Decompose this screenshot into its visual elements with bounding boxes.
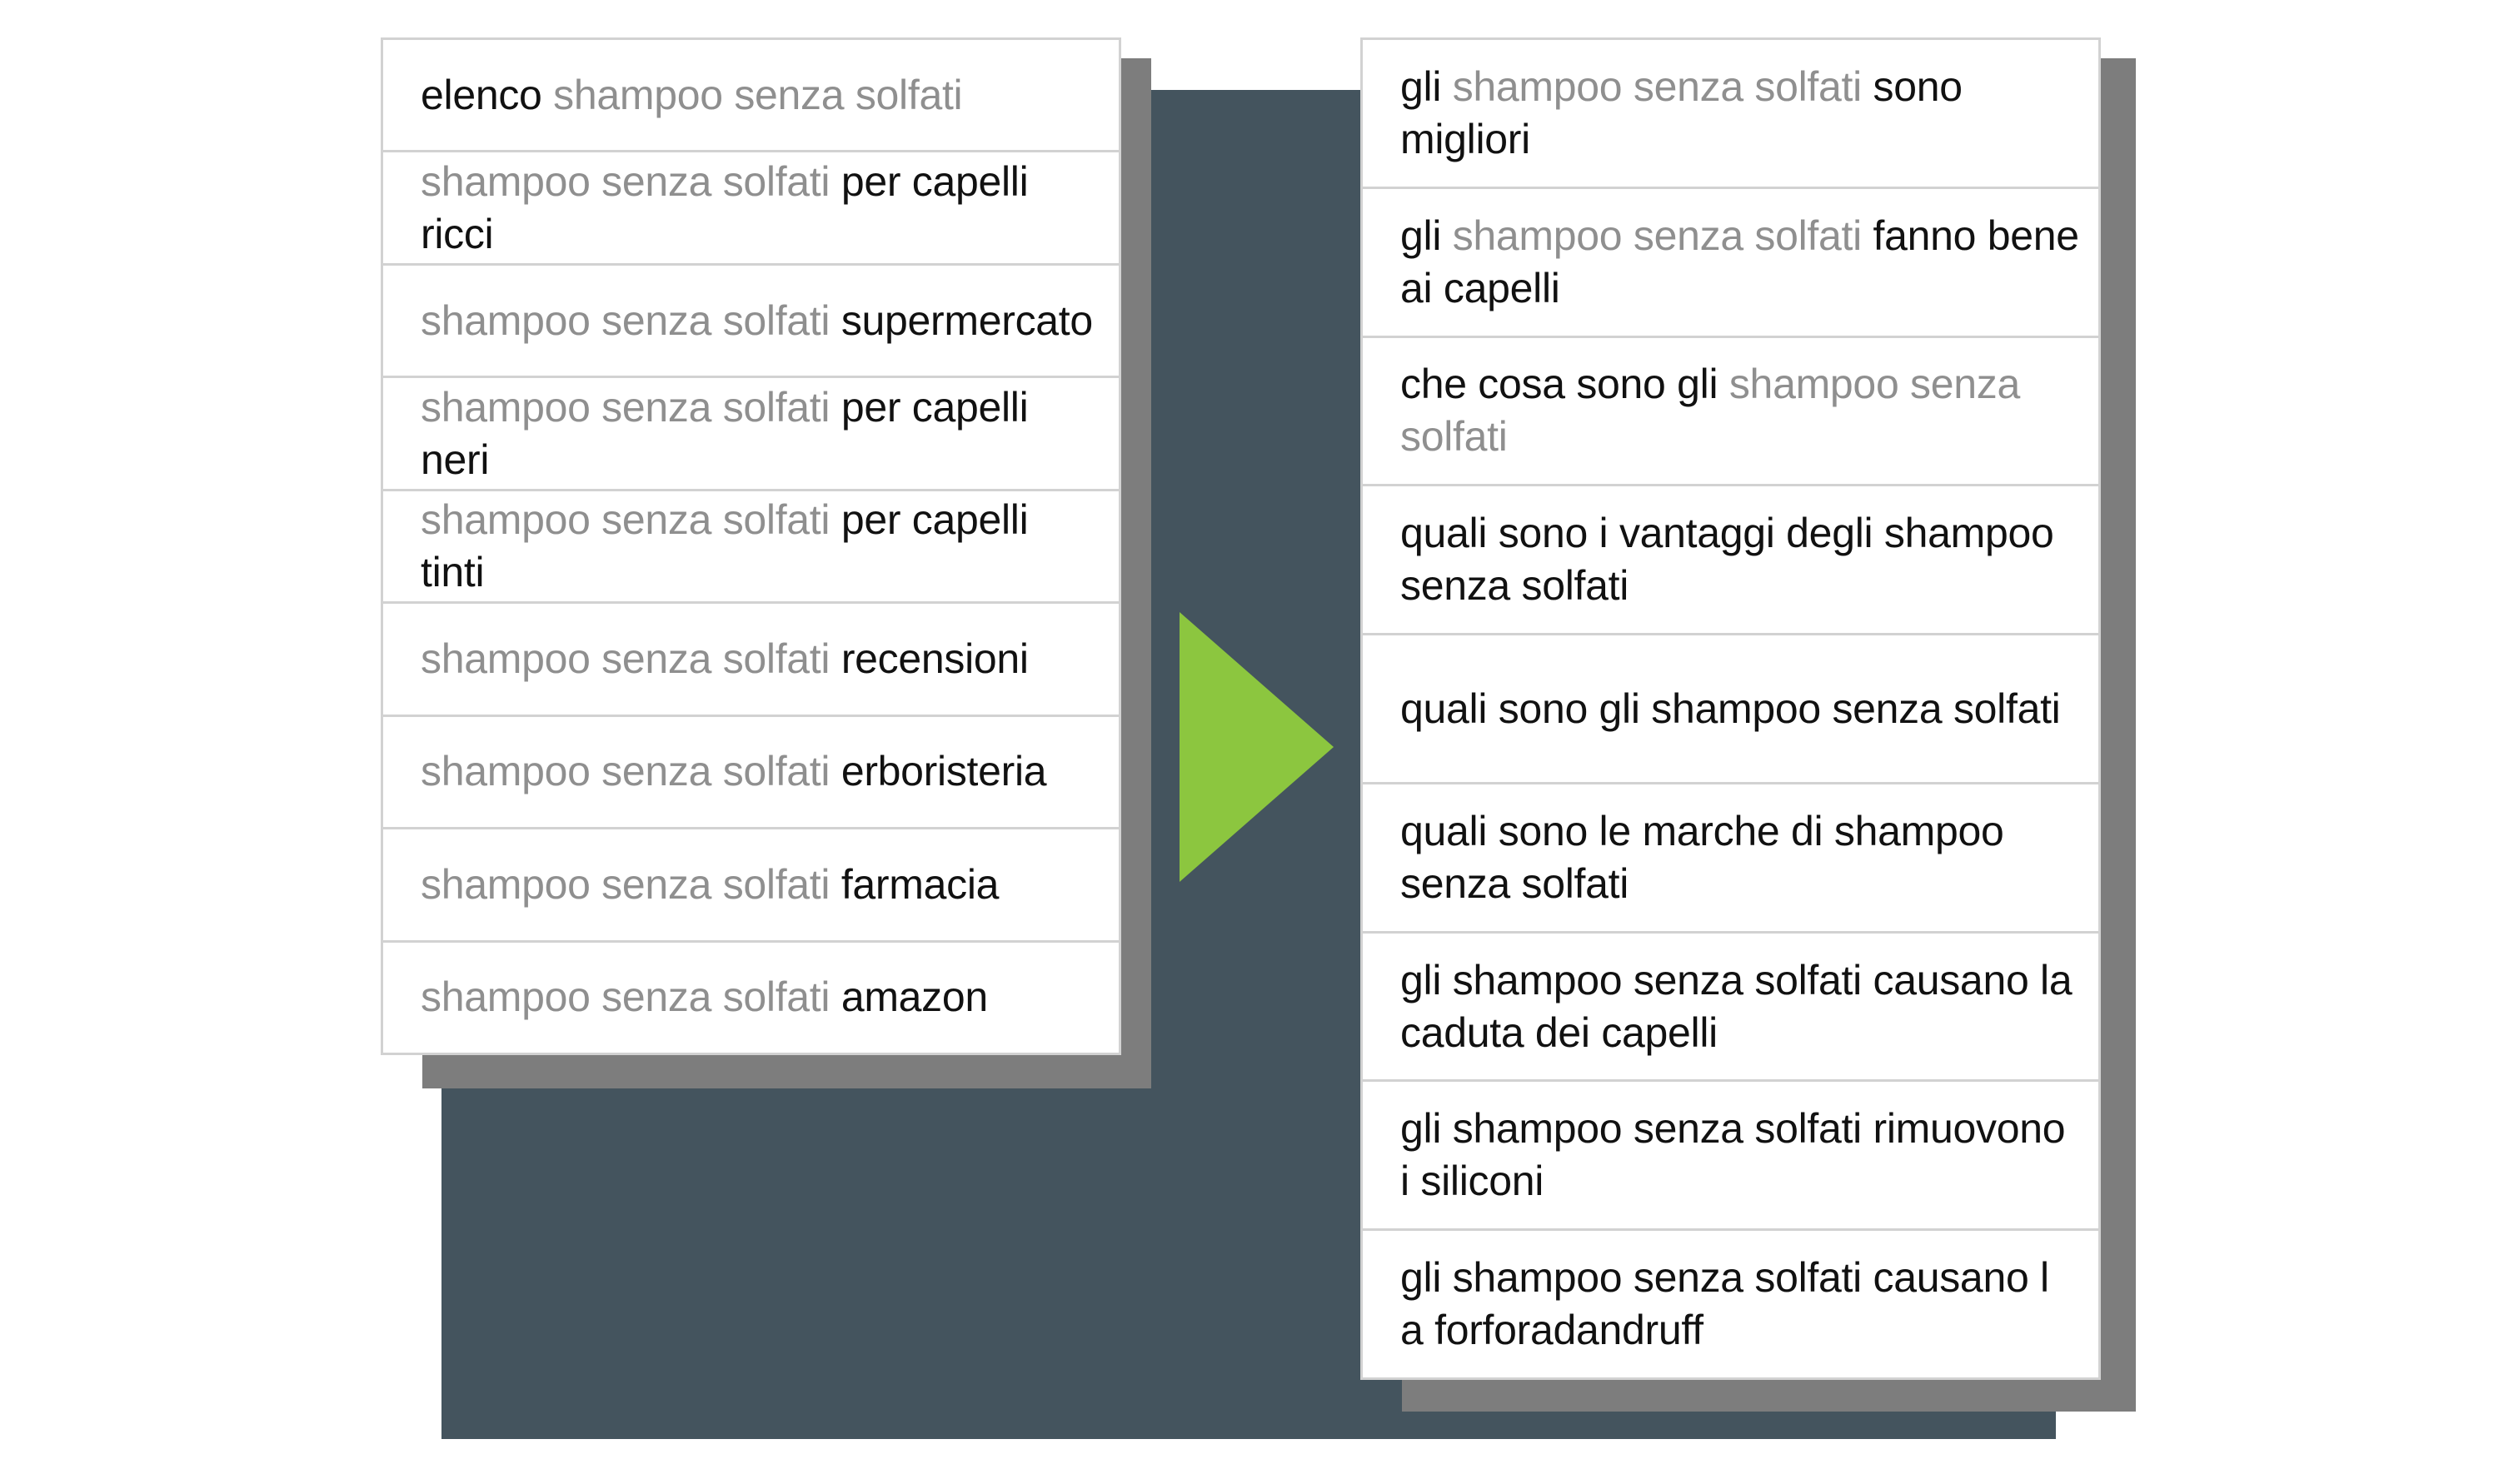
suggestion-term: amazon	[840, 974, 988, 1021]
query-term: shampoo senza solfati	[1400, 361, 2020, 461]
right-list-item[interactable]: quali sono i vantaggi degli shampoo senz…	[1363, 486, 2098, 636]
suggestion-text: quali sono i vantaggi degli shampoo senz…	[1400, 507, 2082, 612]
left-list-item[interactable]: shampoo senza solfati erboristeria	[383, 717, 1119, 830]
suggestion-term: quali sono le marche di shampoo senza so…	[1400, 807, 2004, 907]
suggestion-text: gli shampoo senza solfati sono migliori	[1400, 61, 2082, 166]
suggestion-text: shampoo senza solfati supermercato	[421, 295, 1093, 347]
suggestion-term: gli shampoo senza solfati causano l a fo…	[1400, 1254, 2049, 1354]
query-term: shampoo senza solfati	[553, 71, 963, 118]
suggestion-term: elenco	[421, 71, 554, 118]
query-term: shampoo senza solfati	[1452, 212, 1873, 259]
query-term: shampoo senza solfati	[421, 296, 841, 344]
right-arrow-icon	[1180, 612, 1334, 882]
right-list-item[interactable]: quali sono gli shampoo senza solfati	[1363, 635, 2098, 784]
suggestion-term: gli	[1400, 212, 1453, 259]
right-list-item[interactable]: gli shampoo senza solfati causano la cad…	[1363, 934, 2098, 1083]
suggestion-text: gli shampoo senza solfati fanno bene ai …	[1400, 210, 2082, 315]
suggestion-text: elenco shampoo senza solfati	[421, 69, 963, 122]
suggestion-text: gli shampoo senza solfati causano l a fo…	[1400, 1252, 2082, 1357]
query-term: shampoo senza solfati	[421, 635, 841, 682]
suggestion-text: quali sono gli shampoo senza solfati	[1400, 683, 2061, 735]
left-list-item[interactable]: shampoo senza solfati amazon	[383, 943, 1119, 1053]
right-list-item[interactable]: che cosa sono gli shampoo senza solfati	[1363, 338, 2098, 487]
suggestion-text: shampoo senza solfati per capelli tinti	[421, 494, 1102, 599]
query-term: shampoo senza solfati	[421, 974, 841, 1021]
suggestion-text: shampoo senza solfati farmacia	[421, 859, 999, 911]
suggestion-term: per capelli ricci	[421, 157, 1029, 257]
suggestion-text: che cosa sono gli shampoo senza solfati	[1400, 358, 2082, 463]
suggestion-term: quali sono i vantaggi degli shampoo senz…	[1400, 510, 2054, 610]
left-list-item[interactable]: shampoo senza solfati per capelli tinti	[383, 491, 1119, 605]
left-list-item[interactable]: shampoo senza solfati per capelli neri	[383, 378, 1119, 491]
suggestion-text: shampoo senza solfati erboristeria	[421, 745, 1047, 798]
suggestion-term: farmacia	[840, 860, 1000, 908]
suggestion-term: supermercato	[840, 296, 1093, 344]
query-term: shampoo senza solfati	[421, 383, 841, 431]
query-term: shampoo senza solfati	[421, 495, 841, 543]
suggestion-term: per capelli tinti	[421, 495, 1029, 595]
right-list-item[interactable]: gli shampoo senza solfati sono migliori	[1363, 40, 2098, 189]
suggestion-term: recensioni	[840, 635, 1029, 682]
suggestion-text: shampoo senza solfati recensioni	[421, 633, 1029, 685]
suggestion-term: fanno bene ai capelli	[1400, 212, 2079, 311]
right-list-item[interactable]: quali sono le marche di shampoo senza so…	[1363, 784, 2098, 934]
suggestion-text: gli shampoo senza solfati rimuovono i si…	[1400, 1103, 2082, 1208]
suggestion-text: gli shampoo senza solfati causano la cad…	[1400, 954, 2082, 1059]
suggestion-term: gli shampoo senza solfati rimuovono i si…	[1400, 1105, 2066, 1205]
right-list-item[interactable]: gli shampoo senza solfati rimuovono i si…	[1363, 1082, 2098, 1232]
query-term: shampoo senza solfati	[1452, 62, 1873, 110]
right-list-item[interactable]: gli shampoo senza solfati fanno bene ai …	[1363, 189, 2098, 338]
query-term: shampoo senza solfati	[421, 748, 841, 795]
suggestion-term: per capelli neri	[421, 383, 1029, 483]
suggestion-term: gli shampoo senza solfati causano la cad…	[1400, 956, 2073, 1056]
suggestion-term: che cosa sono gli	[1400, 361, 1729, 408]
left-list-item[interactable]: shampoo senza solfati supermercato	[383, 266, 1119, 379]
right-list-item[interactable]: gli shampoo senza solfati causano l a fo…	[1363, 1231, 2098, 1377]
left-list-item[interactable]: shampoo senza solfati farmacia	[383, 829, 1119, 943]
left-list-item[interactable]: shampoo senza solfati per capelli ricci	[383, 152, 1119, 266]
query-term: shampoo senza solfati	[421, 860, 841, 908]
suggestion-text: shampoo senza solfati per capelli ricci	[421, 156, 1102, 261]
suggestion-term: gli	[1400, 62, 1453, 110]
suggestion-text: shampoo senza solfati amazon	[421, 971, 988, 1023]
suggestion-text: quali sono le marche di shampoo senza so…	[1400, 805, 2082, 910]
left-list-item[interactable]: shampoo senza solfati recensioni	[383, 604, 1119, 717]
left-list-item[interactable]: elenco shampoo senza solfati	[383, 40, 1119, 153]
query-term: shampoo senza solfati	[421, 157, 841, 205]
suggestion-term: sono migliori	[1400, 62, 1963, 162]
suggestion-term: quali sono gli shampoo senza solfati	[1400, 685, 2061, 732]
suggestion-term: erboristeria	[840, 748, 1047, 795]
suggestion-text: shampoo senza solfati per capelli neri	[421, 381, 1102, 486]
